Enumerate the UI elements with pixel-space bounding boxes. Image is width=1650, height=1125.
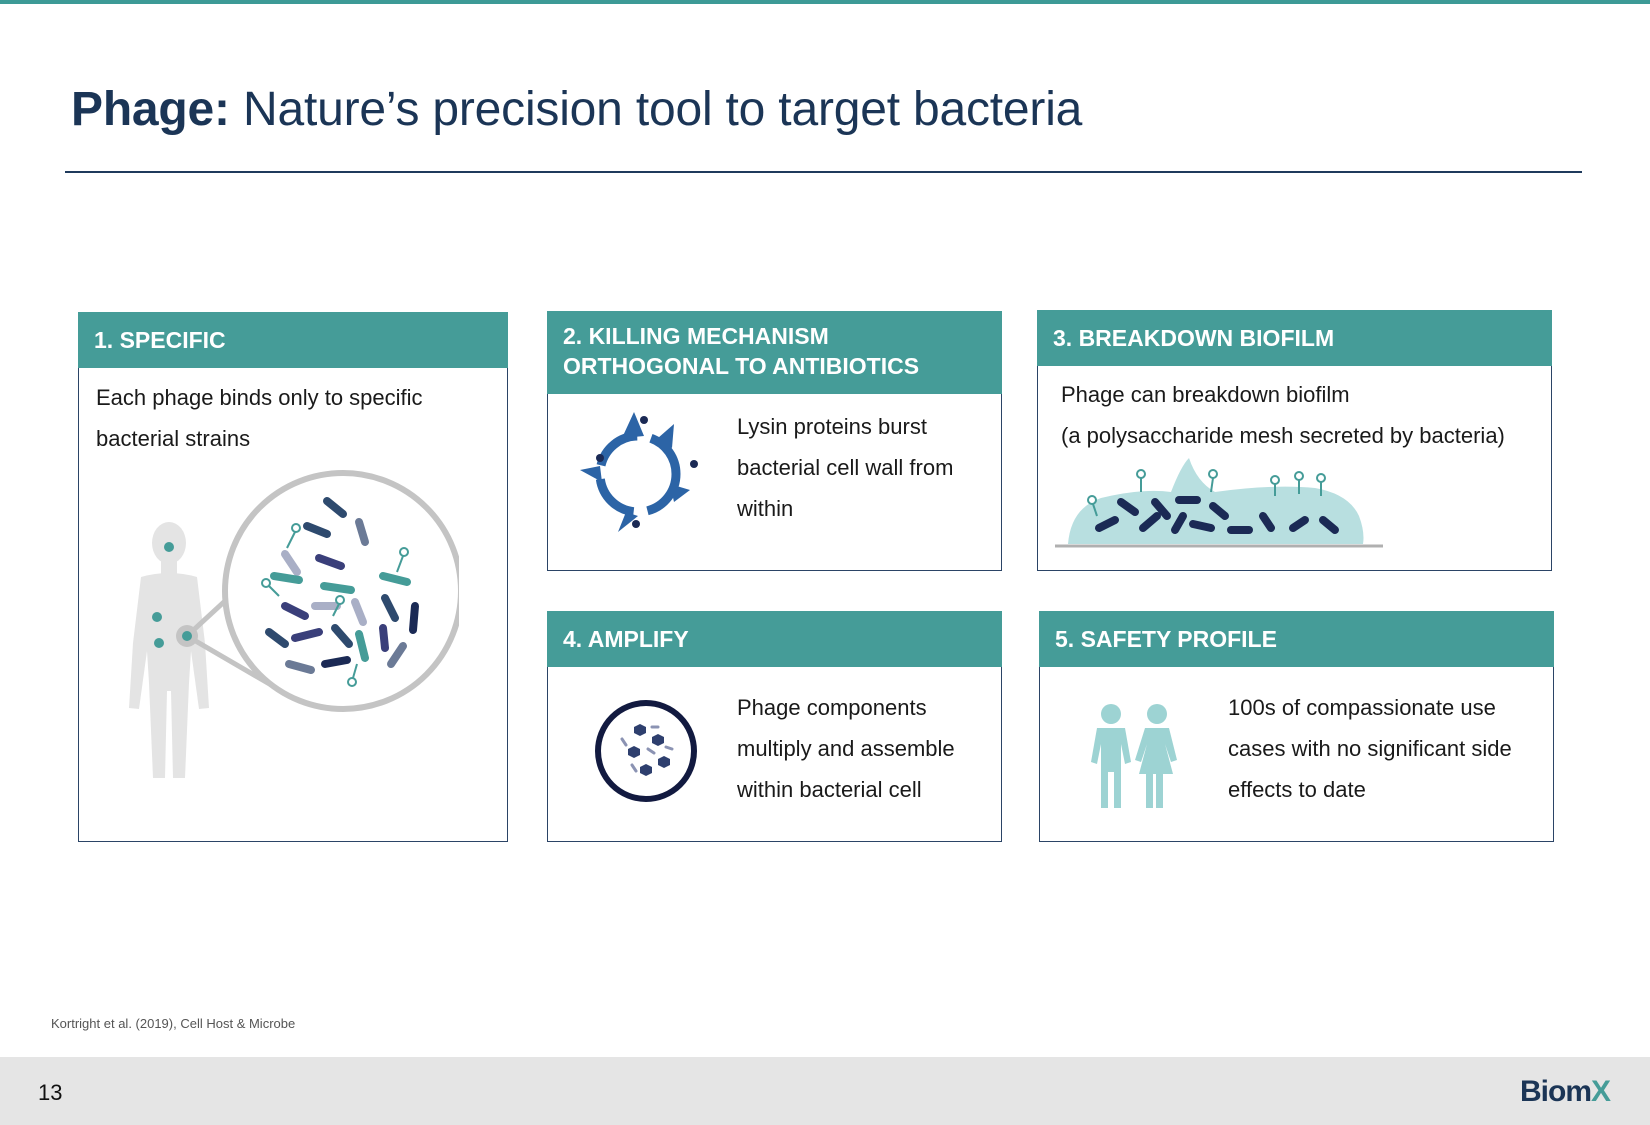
card-killing-mechanism: 2. KILLING MECHANISM ORTHOGONAL TO ANTIB… bbox=[547, 311, 1002, 571]
card-specific-line-2: bacterial strains bbox=[96, 426, 251, 451]
card-amplify-line-1: Phage components bbox=[737, 695, 927, 720]
card-amplify-heading: 4. AMPLIFY bbox=[547, 611, 1002, 667]
burst-cell-icon bbox=[580, 412, 698, 532]
top-accent-rule bbox=[0, 0, 1650, 4]
card-killing-body: Lysin proteins burst bacterial cell wall… bbox=[737, 406, 992, 529]
card-amplify-line-3: within bacterial cell bbox=[737, 777, 922, 802]
human-body-icon bbox=[129, 522, 209, 778]
footer-band bbox=[0, 1057, 1650, 1125]
card-specific-heading-text: 1. SPECIFIC bbox=[94, 327, 226, 353]
amplify-cell-icon bbox=[595, 700, 697, 802]
title-lead: Phage: bbox=[71, 83, 230, 136]
card-safety-profile: 5. SAFETY PROFILE 100s of compassionate … bbox=[1039, 611, 1554, 842]
page-number: 13 bbox=[38, 1080, 63, 1105]
card-killing-line-2: bacterial cell wall from bbox=[737, 455, 954, 480]
card-safety-line-3: effects to date bbox=[1228, 777, 1366, 802]
citation-text: Kortright et al. (2019), Cell Host & Mic… bbox=[51, 1016, 296, 1031]
biofilm-icon bbox=[1055, 458, 1383, 548]
card-amplify-line-2: multiply and assemble bbox=[737, 736, 955, 761]
card-killing-heading: 2. KILLING MECHANISM ORTHOGONAL TO ANTIB… bbox=[547, 311, 1002, 394]
people-icon bbox=[1091, 704, 1177, 808]
card-safety-body: 100s of compassionate use cases with no … bbox=[1228, 687, 1548, 810]
title-rest: Nature’s precision tool to target bacter… bbox=[229, 83, 1083, 136]
card-breakdown-biofilm: 3. BREAKDOWN BIOFILM Phage can breakdown… bbox=[1037, 310, 1552, 571]
logo-accent: X bbox=[1591, 1075, 1611, 1108]
card-safety-line-2: cases with no significant side bbox=[1228, 736, 1512, 761]
card-killing-line-3: within bbox=[737, 496, 794, 521]
card-amplify-body: Phage components multiply and assemble w… bbox=[737, 687, 992, 810]
card-specific: 1. SPECIFIC Each phage binds only to spe… bbox=[78, 312, 508, 842]
page-title: Phage: Nature’s precision tool to target… bbox=[71, 82, 1082, 137]
bacteria-magnifier-icon bbox=[176, 470, 459, 712]
card-amplify-heading-text: 4. AMPLIFY bbox=[563, 626, 689, 652]
card-biofilm-body: Phage can breakdown biofilm (a polysacch… bbox=[1061, 374, 1541, 456]
title-divider bbox=[65, 171, 1582, 173]
card-safety-heading-text: 5. SAFETY PROFILE bbox=[1055, 626, 1277, 652]
card-safety-line-1: 100s of compassionate use bbox=[1228, 695, 1496, 720]
card-specific-body: Each phage binds only to specific bacter… bbox=[96, 377, 496, 459]
card-safety-heading: 5. SAFETY PROFILE bbox=[1039, 611, 1554, 667]
card-biofilm-heading: 3. BREAKDOWN BIOFILM bbox=[1037, 310, 1552, 366]
card-killing-heading-line-1: 2. KILLING MECHANISM bbox=[563, 323, 829, 349]
card-specific-line-1: Each phage binds only to specific bbox=[96, 385, 423, 410]
logo-main: Biom bbox=[1520, 1075, 1592, 1108]
card-killing-line-1: Lysin proteins burst bbox=[737, 414, 927, 439]
card-amplify: 4. AMPLIFY Phage components multiply and… bbox=[547, 611, 1002, 842]
biomx-logo: BiomX bbox=[1520, 1075, 1611, 1109]
card-biofilm-line-2: (a polysaccharide mesh secreted by bacte… bbox=[1061, 423, 1505, 448]
card-specific-heading: 1. SPECIFIC bbox=[78, 312, 508, 368]
card-biofilm-heading-text: 3. BREAKDOWN BIOFILM bbox=[1053, 325, 1335, 351]
card-biofilm-line-1: Phage can breakdown biofilm bbox=[1061, 382, 1350, 407]
card-killing-heading-line-2: ORTHOGONAL TO ANTIBIOTICS bbox=[563, 353, 920, 379]
